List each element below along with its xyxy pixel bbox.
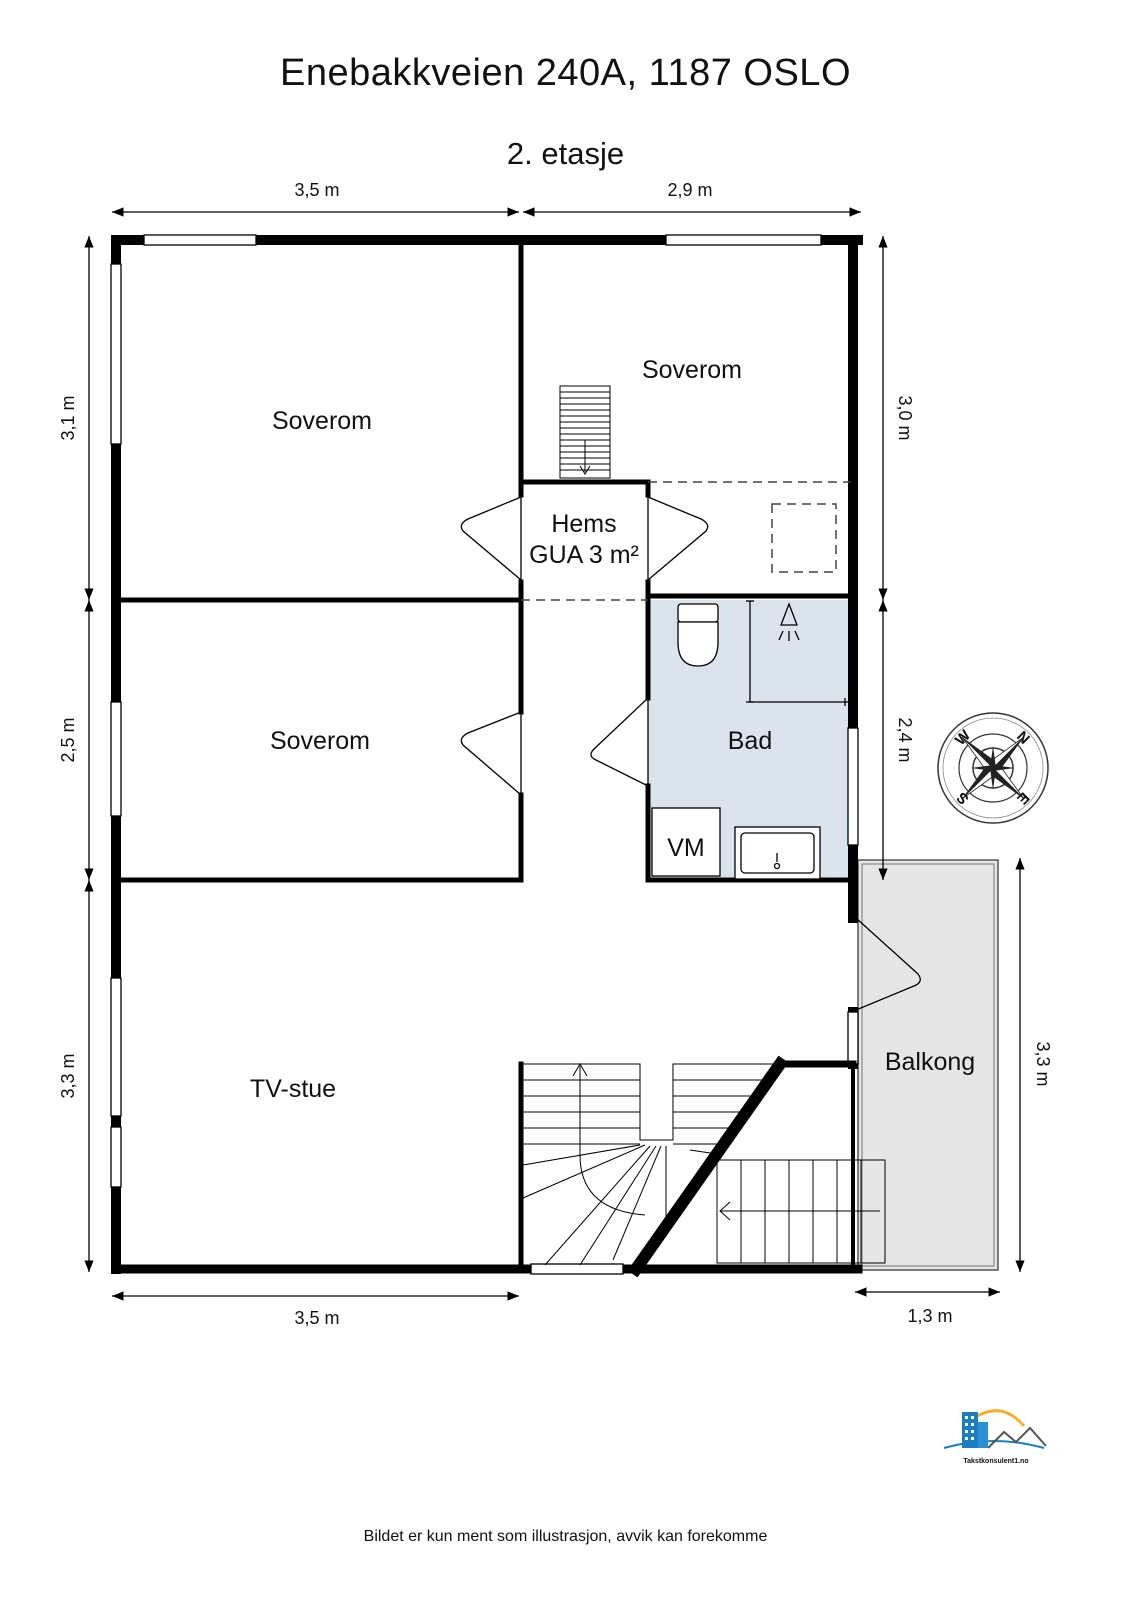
dim-balcony-width: 1,3 m <box>907 1306 952 1326</box>
dim-left-middle: 2,5 m <box>58 717 78 762</box>
loft-outline <box>521 481 851 601</box>
label-loft-area: GUA 3 m² <box>529 541 639 569</box>
washer-outline <box>651 807 721 877</box>
floor-label: 2. etasje <box>506 136 625 171</box>
ladder <box>559 385 611 479</box>
label-tv-room: TV-stue <box>250 1075 336 1103</box>
interior-walls <box>113 237 857 1278</box>
toilet-bowl <box>677 621 719 667</box>
label-bedroom-middle: Soverom <box>270 727 370 755</box>
dim-right-middle: 2,4 m <box>895 717 915 762</box>
disclaimer: Bildet er kun ment som illustrasjon, avv… <box>363 1528 768 1545</box>
label-bedroom-top-right: Soverom <box>642 356 742 384</box>
dim-bottom-left: 3,5 m <box>294 1308 339 1328</box>
label-bedroom-top-left: Soverom <box>272 407 372 435</box>
label-bathroom: Bad <box>728 727 772 755</box>
dim-left-bottom: 3,3 m <box>58 1053 78 1098</box>
main-staircase <box>522 1063 886 1266</box>
company-logo: Takstkonsulent1.no <box>943 1409 1047 1465</box>
bathroom-fixtures <box>651 600 849 880</box>
plan-title: Enebakkveien 240A, 1187 OSLO <box>279 52 851 94</box>
dim-top-right: 2,9 m <box>667 180 712 200</box>
balcony-floor <box>857 859 999 1271</box>
dim-left-top: 3,1 m <box>58 395 78 440</box>
shower-icon <box>778 602 800 641</box>
sink-drain <box>773 862 781 870</box>
dim-balcony-height: 3,3 m <box>1033 1041 1053 1086</box>
label-washer: VM <box>667 834 705 862</box>
doors <box>460 496 921 1011</box>
label-balcony: Balkong <box>885 1048 975 1076</box>
logo-text: Takstkonsulent1.no <box>963 1458 1028 1465</box>
compass-icon: N E S W <box>937 712 1049 824</box>
label-loft: Hems <box>551 510 616 538</box>
dim-top-left: 3,5 m <box>294 180 339 200</box>
balcony-inner-line <box>861 863 995 1267</box>
dimension-lines <box>84 207 1025 1301</box>
toilet-tank <box>677 603 719 623</box>
dim-right-top: 3,0 m <box>895 395 915 440</box>
windows <box>110 234 859 1275</box>
